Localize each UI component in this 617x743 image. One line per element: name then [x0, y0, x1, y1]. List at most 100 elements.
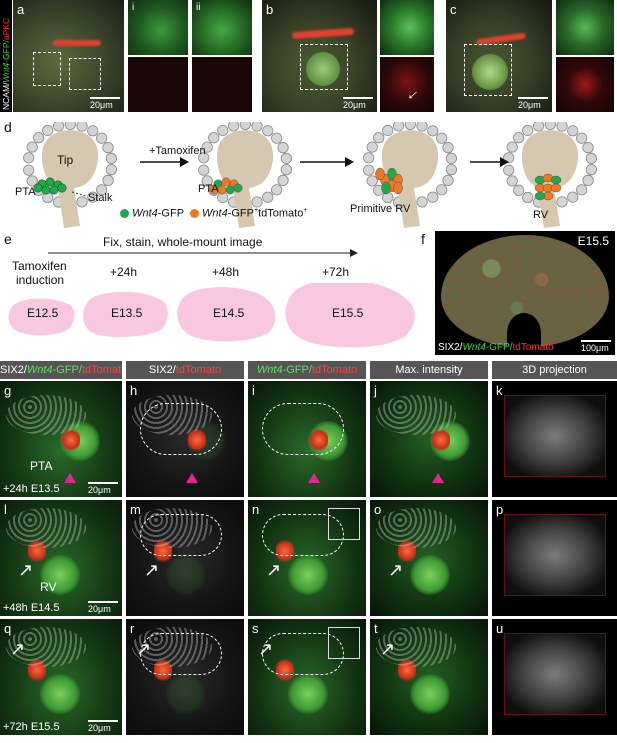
- panel-j-letter: j: [374, 383, 377, 398]
- panel-o: o↗: [370, 500, 488, 616]
- orange-dot-icon: [189, 209, 199, 219]
- panel-p: p: [492, 500, 617, 616]
- panel-b: b 20μm: [262, 0, 377, 112]
- stage-e13-5: E13.5: [111, 306, 143, 320]
- vlabel-apkc: aPKC: [1, 17, 11, 41]
- panel-t: t↗: [370, 619, 488, 735]
- panel-n: n↗: [248, 500, 366, 616]
- panel-k-letter: k: [496, 383, 503, 398]
- legend-gfp-wnt4: Wnt4: [132, 207, 158, 220]
- panel-a-letter: a: [17, 2, 25, 17]
- h3-wnt4: Wnt4: [256, 364, 283, 376]
- panel-a-inset-ii-red: [192, 57, 252, 112]
- panel-f-letter: f: [421, 231, 425, 247]
- panel-d-letter: d: [4, 119, 12, 135]
- white-arrow-icon: ↗: [266, 560, 282, 580]
- e-header: Fix, stain, whole-mount image: [103, 235, 263, 249]
- panel-g: g +24h E13.5 20μm PTA: [0, 381, 122, 497]
- panel-c-inset-gfp: [556, 0, 614, 55]
- panel-b-letter: b: [266, 2, 274, 17]
- d-pta-label-1: PTA: [15, 186, 36, 198]
- row-2-scalebar: 20μm: [88, 720, 118, 733]
- f-label-six2: SIX2/: [438, 342, 463, 353]
- legend-tdt-tdtomato: tdTomato: [258, 207, 304, 220]
- panel-u-letter: u: [496, 621, 504, 636]
- inset-box: [328, 627, 360, 659]
- d-stalk-label: Stalk: [88, 192, 113, 204]
- panel-m-letter: m: [130, 502, 141, 517]
- stage-e15-5: E15.5: [332, 306, 364, 320]
- f-label-tdtomato: tdTomato: [512, 342, 554, 353]
- panel-n-letter: n: [252, 502, 260, 517]
- panel-t-letter: t: [374, 621, 378, 636]
- legend-tdt-plus2: +: [303, 207, 308, 214]
- panel-a-inset-ii-gfp: ii: [192, 0, 252, 55]
- d-rv-label: RV: [533, 209, 549, 221]
- dashed-outline: [262, 403, 344, 455]
- vlabel-ncam: NCAM/: [1, 82, 11, 110]
- col-header-5: 3D projection: [492, 361, 617, 379]
- panel-u: u: [492, 619, 617, 735]
- col-header-3: Wnt4-GFP/tdTomato: [248, 361, 366, 379]
- e-time-48h: +48h: [212, 265, 240, 279]
- white-arrow-icon: ↗: [18, 560, 34, 580]
- vertical-channel-label: NCAM/Wnt4-GFP/aPKC: [0, 0, 12, 112]
- green-dot-icon: [120, 209, 129, 219]
- panel-s-letter: s: [252, 621, 259, 636]
- panel-r-letter: r: [130, 621, 135, 636]
- legend-tdt-plus1: +: [253, 207, 259, 214]
- white-arrow-icon: ↗: [10, 639, 26, 659]
- panel-a-inset-i-red: [128, 57, 188, 112]
- d-tamoxifen-label: +Tamoxifen: [149, 145, 206, 157]
- panel-f-scalebar: 100μm: [581, 340, 611, 353]
- schematic-d-diagram: [23, 122, 597, 228]
- h1-gfp: -GFP/: [52, 364, 82, 376]
- col-header-1: SIX2/Wnt4-GFP/tdTomato: [0, 361, 122, 379]
- col-header-4: Max. intensity: [370, 361, 488, 379]
- panel-a-inset-i-gfp: i: [128, 0, 188, 55]
- inset-i-label: i: [132, 2, 135, 13]
- panel-h-letter: h: [130, 383, 138, 398]
- panel-c: c 20μm: [446, 0, 552, 112]
- vlabel-gfp: -GFP/: [1, 40, 11, 63]
- panel-j: j: [370, 381, 488, 497]
- legend-tdt-gfp: -GFP: [227, 207, 254, 220]
- white-arrow-icon: ↗: [144, 560, 160, 580]
- h5-text: 3D projection: [522, 364, 587, 376]
- e-induction-a: Tamoxifen: [12, 259, 67, 273]
- e-time-72h: +72h: [322, 265, 350, 279]
- panel-k: k: [492, 381, 617, 497]
- panel-h: h: [126, 381, 244, 497]
- pink-arrowhead-icon: [308, 473, 320, 483]
- panel-f-channel-label: SIX2/Wnt4-GFP/tdTomato: [438, 342, 554, 353]
- row-0-time-label: +24h E13.5: [3, 483, 60, 495]
- e-time-24h: +24h: [110, 265, 138, 279]
- h2-tdtomato: tdTomato: [175, 364, 222, 376]
- legend-tdt-wnt4: Wnt4: [202, 207, 228, 220]
- panel-a: a 20μm: [13, 0, 124, 112]
- inset-box: [328, 508, 360, 540]
- stage-e14-5: E14.5: [213, 306, 245, 320]
- row-0-structure-label: PTA: [30, 459, 53, 473]
- panel-m: m↗: [126, 500, 244, 616]
- d-primitive-rv-label: Primitive RV: [350, 203, 411, 215]
- h1-wnt4: Wnt4: [26, 364, 53, 376]
- d-pta-label-2: PTA: [198, 183, 219, 195]
- dashed-outline: [140, 403, 222, 455]
- pink-arrowhead-icon: [64, 473, 76, 483]
- f-label-wnt4: Wnt4: [462, 342, 486, 353]
- white-arrow-icon: ←: [400, 81, 424, 106]
- panel-g-letter: g: [4, 383, 12, 398]
- d-legend: Wnt4-GFP Wnt4-GFP+tdTomato+: [120, 207, 307, 220]
- panel-c-letter: c: [450, 2, 457, 17]
- row-0-scalebar: 20μm: [88, 482, 118, 495]
- panel-i: i: [248, 381, 366, 497]
- panel-i-letter: i: [252, 383, 255, 398]
- panel-l-letter: l: [4, 502, 7, 517]
- e-induction-b: induction: [16, 273, 65, 287]
- dashed-outline: [140, 514, 222, 556]
- row-1-structure-label: RV: [40, 580, 57, 594]
- row-1-time-label: +48h E14.5: [3, 602, 60, 614]
